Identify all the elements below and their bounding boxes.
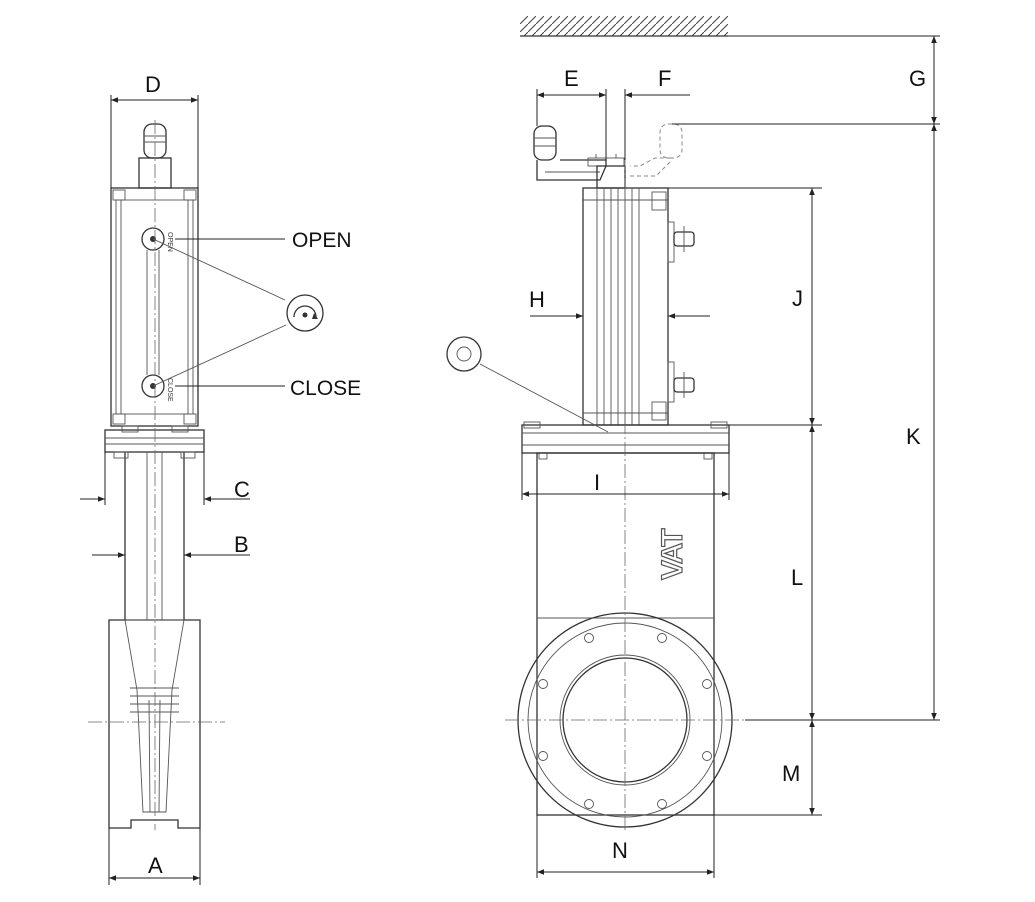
indicator-close [141, 374, 165, 398]
dimension-labels: D C B A E F G H J K I L M N OPEN CLOSE [145, 66, 926, 878]
ghost-lever-knob [659, 123, 683, 159]
label-K: K [906, 424, 921, 449]
label-F: F [658, 66, 671, 91]
direction-indicator-icon [286, 294, 324, 332]
svg-text:OPEN: OPEN [166, 232, 173, 252]
label-B: B [234, 532, 249, 557]
label-G: G [909, 66, 926, 91]
valve-body-side [108, 619, 201, 829]
label-A: A [148, 853, 163, 878]
bonnet-flange-front [521, 424, 730, 454]
label-H: H [529, 287, 545, 312]
label-D: D [145, 72, 161, 97]
label-close: CLOSE [290, 377, 361, 400]
bonnet-flange [104, 429, 205, 453]
label-L: L [791, 565, 803, 590]
valve-body-front [536, 452, 715, 816]
hand-lever-knob [533, 125, 557, 161]
label-C: C [234, 477, 250, 502]
label-I: I [594, 470, 600, 495]
label-open: OPEN [292, 229, 352, 252]
indicator-open [141, 227, 165, 251]
label-E: E [564, 66, 579, 91]
actuator-front [582, 187, 669, 426]
brand-logo: VAT [656, 529, 689, 580]
flange-bolts [538, 633, 712, 809]
actuator-cylinder [110, 187, 199, 427]
svg-text:CLOSE: CLOSE [166, 378, 173, 402]
label-N: N [612, 838, 628, 863]
label-M: M [782, 761, 800, 786]
front-view: VAT [446, 16, 940, 878]
label-J: J [792, 286, 803, 311]
indicator-disc-icon [446, 336, 482, 372]
ceiling-hatch [520, 16, 728, 36]
side-view: OPEN CLOSE [80, 95, 324, 885]
